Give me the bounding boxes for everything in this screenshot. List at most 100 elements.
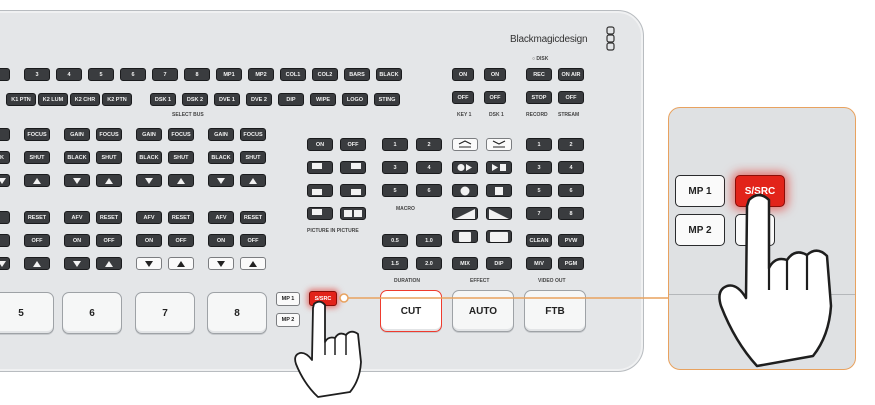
iris-arrow-button[interactable] [96,174,122,187]
camera-key[interactable]: AFV [136,211,162,224]
select-bus-key[interactable]: DIP [278,93,304,106]
bus-key[interactable]: COL1 [280,68,306,81]
key1-on-button[interactable]: ON [452,68,474,81]
iris-arrow-button[interactable] [136,174,162,187]
camera-key[interactable]: OFF [96,234,122,247]
on-air-button[interactable]: ON AIR [558,68,584,81]
video-out-key[interactable]: 5 [526,184,552,197]
camera-key[interactable]: FOCUS [96,128,122,141]
macro-key[interactable]: 2 [416,138,442,151]
camera-key[interactable]: FOCUS [24,128,50,141]
auto-button[interactable]: AUTO [452,290,514,332]
bus-key[interactable]: 3 [24,68,50,81]
mp2-button[interactable]: MP 2 [276,313,300,327]
camera-key[interactable]: ON [64,234,90,247]
camera-key[interactable]: ON [136,234,162,247]
iris-arrow-button[interactable] [208,174,234,187]
pip-position-icon[interactable] [307,161,333,174]
select-bus-key[interactable]: DVE 2 [246,93,272,106]
select-bus-key[interactable]: LOGO [342,93,368,106]
dve-icon[interactable] [486,230,512,243]
input-7-button[interactable]: 7 [135,292,195,334]
input-5-button[interactable]: 5 [0,292,54,334]
video-out-key[interactable]: 3 [526,161,552,174]
camera-key[interactable]: FOCUS [168,128,194,141]
wipe-direction-icon[interactable] [486,138,512,151]
zoom-mp2-button[interactable]: MP 2 [675,214,725,246]
camera-key[interactable]: SHUT [24,151,50,164]
iris-arrow-button[interactable] [168,174,194,187]
bus-key[interactable]: MP1 [216,68,242,81]
video-out-key[interactable]: 1 [526,138,552,151]
camera-key[interactable]: BLACK [208,151,234,164]
wipe-direction-icon[interactable] [452,138,478,151]
bus-key[interactable]: BARS [344,68,370,81]
rec-button[interactable]: REC [526,68,552,81]
select-bus-key[interactable]: K2 PTN [102,93,132,106]
bus-key[interactable]: 5 [88,68,114,81]
duration-key[interactable]: 1.0 [416,234,442,247]
camera-key[interactable]: GAIN [208,128,234,141]
diagonal-wipe-icon[interactable] [486,207,512,220]
camera-key[interactable]: FOCUS [240,128,266,141]
iris-arrow-button[interactable] [64,174,90,187]
camera-key[interactable]: SHUT [96,151,122,164]
zoom-mp1-button[interactable]: MP 1 [675,175,725,207]
mix-button[interactable]: MIX [452,257,478,270]
camera-key[interactable]: OFF [24,234,50,247]
square-wipe-icon[interactable] [486,184,512,197]
stream-off-button[interactable]: OFF [558,91,584,104]
input-6-button[interactable]: 6 [62,292,122,334]
bus-key[interactable]: 4 [56,68,82,81]
camera-key[interactable]: SHUT [240,151,266,164]
ped-arrow-button[interactable] [240,257,266,270]
video-out-key[interactable]: 6 [558,184,584,197]
dip-button[interactable]: DIP [486,257,512,270]
ped-arrow-button[interactable] [168,257,194,270]
select-bus-key[interactable]: K2 LUM [38,93,68,106]
video-out-key[interactable]: 8 [558,207,584,220]
select-bus-key[interactable]: DVE 1 [214,93,240,106]
camera-key[interactable]: RESET [96,211,122,224]
camera-key[interactable]: BLACK [64,151,90,164]
iris-arrow-button[interactable] [0,174,10,187]
camera-key[interactable]: SHUT [168,151,194,164]
ped-arrow-button[interactable] [24,257,50,270]
camera-key[interactable]: RESET [168,211,194,224]
camera-key[interactable]: K [0,151,10,164]
ped-arrow-button[interactable] [96,257,122,270]
select-bus-key[interactable]: DSK 2 [182,93,208,106]
ftb-button[interactable]: FTB [524,290,586,332]
bus-key[interactable] [0,68,10,81]
select-bus-key[interactable]: STING [374,93,400,106]
pip-position-icon[interactable] [340,207,366,220]
pip-position-icon[interactable] [340,184,366,197]
wipe-pattern-icon[interactable] [486,161,512,174]
camera-key[interactable]: GAIN [136,128,162,141]
ped-arrow-button[interactable] [64,257,90,270]
pgm-button[interactable]: PGM [558,257,584,270]
pip-position-icon[interactable] [340,161,366,174]
mv-button[interactable]: M/V [526,257,552,270]
key1-off-button[interactable]: OFF [452,91,474,104]
zoom-ssrc-button[interactable]: S/SRC [735,175,785,207]
macro-key[interactable]: 3 [382,161,408,174]
iris-arrow-button[interactable] [240,174,266,187]
camera-key[interactable] [0,234,10,247]
pvw-button[interactable]: PVW [558,234,584,247]
select-bus-key[interactable]: WIPE [310,93,336,106]
dsk1-off-button[interactable]: OFF [484,91,506,104]
camera-key[interactable]: RESET [24,211,50,224]
select-bus-key[interactable]: K1 PTN [6,93,36,106]
wipe-pattern-icon[interactable] [452,161,478,174]
bus-key[interactable]: 8 [184,68,210,81]
camera-key[interactable]: ON [208,234,234,247]
pip-on-button[interactable]: ON [307,138,333,151]
circle-wipe-icon[interactable] [452,184,478,197]
camera-key[interactable]: OFF [240,234,266,247]
pip-position-icon[interactable] [307,184,333,197]
ped-arrow-button[interactable] [0,257,10,270]
macro-key[interactable]: 5 [382,184,408,197]
camera-key[interactable]: OFF [168,234,194,247]
diagonal-wipe-icon[interactable] [452,207,478,220]
